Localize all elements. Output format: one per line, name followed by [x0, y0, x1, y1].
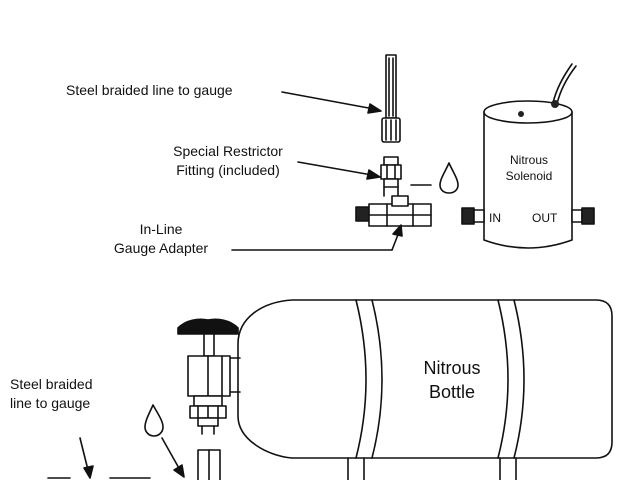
- inline-gauge-adapter: [355, 195, 432, 227]
- nitrous-solenoid: [461, 63, 595, 249]
- restrictor-fitting: [380, 156, 402, 197]
- drop-bottom: [144, 404, 164, 437]
- label-bottle-line2: Bottle: [428, 382, 476, 402]
- label-steel-bottom-line1: Steel braided: [10, 376, 93, 392]
- label-bottle: Nitrous Bottle: [394, 356, 510, 404]
- dash-and-drop-top: [410, 162, 459, 194]
- nitrous-bottle: [225, 299, 613, 480]
- label-port-in: IN: [489, 211, 501, 225]
- label-adapter-line1: In-Line: [139, 221, 183, 237]
- label-port-out: OUT: [532, 211, 558, 225]
- steel-braided-line-top: [381, 54, 401, 143]
- label-steel-line-top: Steel braided line to gauge: [66, 82, 233, 98]
- label-steel-line-bottom: Steel braided line to gauge: [10, 375, 93, 413]
- label-adapter-line2: Gauge Adapter: [113, 240, 209, 256]
- leader-arrows-top: [231, 91, 403, 251]
- label-steel-bottom-line2: line to gauge: [10, 395, 91, 411]
- label-restrictor-line1: Special Restrictor: [173, 143, 283, 159]
- label-solenoid-line2: Solenoid: [505, 169, 553, 183]
- label-solenoid-line1: Nitrous: [509, 153, 548, 167]
- label-gauge-adapter: In-Line Gauge Adapter: [96, 220, 226, 258]
- label-solenoid: Nitrous Solenoid: [490, 152, 568, 184]
- label-bottle-line1: Nitrous: [423, 358, 481, 378]
- label-restrictor-fitting: Special Restrictor Fitting (included): [150, 142, 306, 180]
- bottle-valve: [177, 318, 239, 435]
- leader-arrows-bottom: [47, 437, 185, 479]
- label-restrictor-line2: Fitting (included): [176, 162, 280, 178]
- adapter-stub-bottom: [197, 449, 221, 480]
